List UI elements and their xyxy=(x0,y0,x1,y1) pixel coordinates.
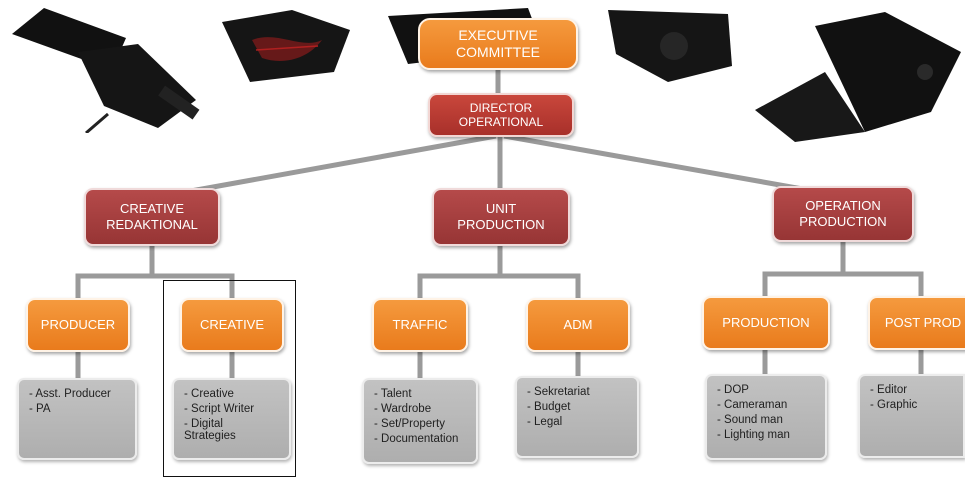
division-operation-production: OPERATION PRODUCTION xyxy=(772,186,914,242)
list-item: Script Writer xyxy=(184,403,283,415)
unit-creative: CREATIVE xyxy=(180,298,284,352)
list-item: Legal xyxy=(527,416,631,428)
list-item: Set/Property xyxy=(374,418,470,430)
division-unit-production: UNIT PRODUCTION xyxy=(432,188,570,246)
unit-traffic: TRAFFIC xyxy=(372,298,468,352)
list-item: Talent xyxy=(374,388,470,400)
list-item: Budget xyxy=(527,401,631,413)
list-item: Cameraman xyxy=(717,399,819,411)
creative-highlight-frame xyxy=(163,280,296,477)
list-item: Sekretariat xyxy=(527,386,631,398)
list-item: PA xyxy=(29,403,129,415)
unit-producer: PRODUCER xyxy=(26,298,130,352)
stage-spotlight-icon xyxy=(222,10,350,82)
list-item: Graphic xyxy=(870,399,957,411)
list-item: Creative xyxy=(184,388,283,400)
executive-committee-box: EXECUTIVE COMMITTEE xyxy=(418,18,578,70)
stage-spotlight-icon xyxy=(12,8,200,133)
list-production-items: DOP Cameraman Sound man Lighting man xyxy=(705,374,827,460)
list-item: Digital Strategies xyxy=(184,418,283,442)
division-creative-redaktional: CREATIVE REDAKTIONAL xyxy=(84,188,220,246)
list-item: Lighting man xyxy=(717,429,819,441)
unit-production: PRODUCTION xyxy=(702,296,830,350)
list-item: Wardrobe xyxy=(374,403,470,415)
list-item: Documentation xyxy=(374,433,470,445)
stage-spotlight-icon xyxy=(608,10,732,82)
stage-spotlight-icon xyxy=(755,12,961,142)
list-post-prod-items: Editor Graphic xyxy=(858,374,965,458)
director-operational-box: DIRECTOR OPERATIONAL xyxy=(428,93,574,137)
list-item: DOP xyxy=(717,384,819,396)
unit-post-prod: POST PROD xyxy=(868,296,965,350)
list-creative-items: Creative Script Writer Digital Strategie… xyxy=(172,378,291,460)
list-item: Sound man xyxy=(717,414,819,426)
list-adm-items: Sekretariat Budget Legal xyxy=(515,376,639,458)
list-traffic-items: Talent Wardrobe Set/Property Documentati… xyxy=(362,378,478,464)
list-item: Editor xyxy=(870,384,957,396)
list-producer-items: Asst. Producer PA xyxy=(17,378,137,460)
unit-adm: ADM xyxy=(526,298,630,352)
list-item: Asst. Producer xyxy=(29,388,129,400)
